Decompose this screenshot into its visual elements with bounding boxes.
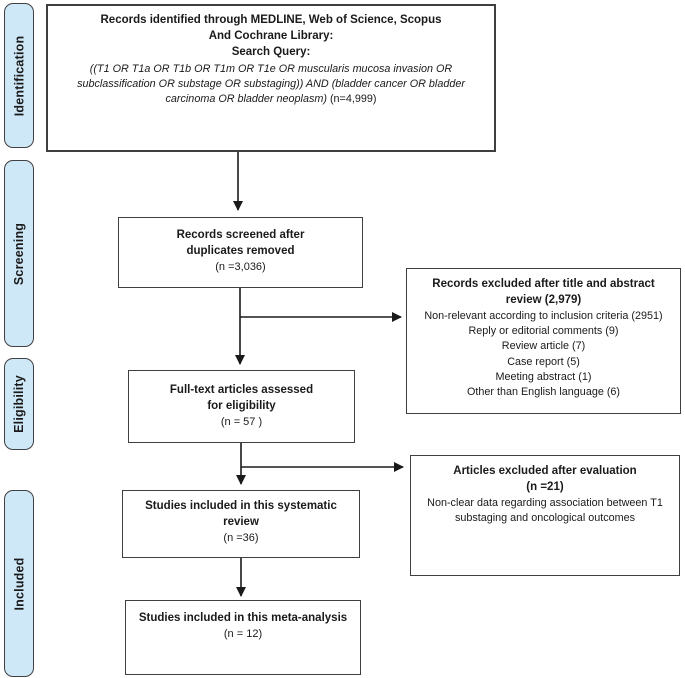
box-title-line: Articles excluded after evaluation	[453, 465, 637, 477]
records-count: (n = 12)	[223, 627, 263, 640]
box-excluded-title-abstract: Records excluded after title and abstrac…	[406, 268, 681, 414]
stage-label-eligibility: Eligibility	[12, 375, 27, 433]
stage-screening: Screening	[4, 160, 34, 347]
box-line: Records identified through MEDLINE, Web …	[100, 14, 442, 26]
box-meta-analysis: Studies included in this meta-analysis (…	[125, 600, 361, 675]
box-systematic-review: Studies included in this systematic revi…	[122, 490, 360, 558]
stage-label-included: Included	[12, 557, 26, 610]
stage-eligibility: Eligibility	[4, 358, 34, 450]
box-fulltext-assessed: Full-text articles assessed for eligibil…	[128, 370, 355, 443]
exclusion-reason: Case report (5)	[507, 355, 580, 368]
exclusion-reason: Meeting abstract (1)	[495, 371, 592, 384]
box-title-line: (n =21)	[526, 480, 564, 493]
box-line: Search Query:	[231, 45, 311, 58]
exclusion-reason: Non-relevant according to inclusion crit…	[424, 309, 663, 322]
stage-included: Included	[4, 490, 34, 677]
box-excluded-evaluation: Articles excluded after evaluation (n =2…	[410, 455, 680, 576]
box-line: Studies included in this systematic	[145, 500, 337, 512]
box-line: for eligibility	[207, 399, 276, 412]
records-count: (n=4,999)	[329, 92, 377, 105]
exclusion-reason: Review article (7)	[501, 340, 586, 353]
box-title-line: Records excluded after title and abstrac…	[432, 278, 655, 290]
stage-label-identification: Identification	[12, 35, 27, 116]
box-title-line: review (2,979)	[505, 293, 582, 306]
box-line: Full-text articles assessed	[169, 384, 314, 396]
search-query-text: ((T1 OR T1a OR T1b OR T1m OR T1e OR musc…	[77, 62, 465, 105]
box-line: review	[223, 515, 259, 528]
box-line: duplicates removed	[186, 244, 295, 257]
stage-identification: Identification	[4, 3, 34, 148]
records-count: (n =3,036)	[215, 260, 266, 273]
box-line: And Cochrane Library:	[208, 29, 334, 42]
box-records-screened: Records screened after duplicates remove…	[118, 217, 363, 288]
stage-label-screening: Screening	[12, 222, 26, 285]
box-records-identified: Records identified through MEDLINE, Web …	[46, 4, 496, 152]
records-count: (n =36)	[223, 531, 259, 544]
records-count: (n = 57 )	[220, 415, 263, 428]
exclusion-reason: Other than English language (6)	[466, 386, 621, 399]
exclusion-reason: Non-clear data regarding association bet…	[427, 496, 663, 525]
exclusion-reason: Reply or editorial comments (9)	[468, 325, 619, 338]
search-query: ((T1 OR T1a OR T1b OR T1m OR T1e OR musc…	[62, 62, 480, 107]
box-line: Records screened after	[176, 229, 305, 241]
box-line: Studies included in this meta-analysis	[138, 612, 348, 624]
